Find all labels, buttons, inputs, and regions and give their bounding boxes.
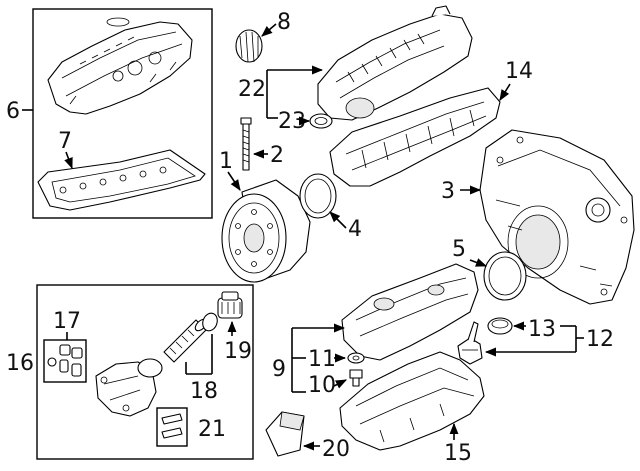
oil-filter-group-box — [36, 284, 254, 460]
oil-filter-cap[interactable] — [217, 291, 243, 319]
bolt[interactable] — [240, 117, 252, 171]
callout-3: 3 — [441, 179, 455, 204]
front-crank-seal[interactable] — [299, 173, 337, 219]
oil-level-sensor[interactable] — [457, 321, 483, 365]
leader-10 — [333, 379, 348, 389]
leader-1 — [227, 171, 241, 191]
callout-11: 11 — [308, 347, 336, 372]
callout-16: 16 — [6, 351, 34, 376]
drain-plug[interactable] — [349, 369, 363, 387]
callout-13: 13 — [528, 317, 556, 342]
callout-7: 7 — [58, 129, 72, 154]
callout-19: 19 — [224, 339, 252, 364]
callout-20: 20 — [322, 437, 350, 462]
oil-pan-upper[interactable] — [341, 263, 479, 361]
gasket-kit-box — [43, 339, 87, 383]
leader-14 — [499, 83, 511, 101]
crankshaft-pulley[interactable] — [221, 179, 311, 283]
manifold-seal[interactable] — [309, 113, 333, 129]
callout-6: 6 — [6, 99, 20, 124]
leader-8 — [261, 23, 277, 37]
callout-8: 8 — [277, 10, 291, 35]
callout-12: 12 — [586, 327, 614, 352]
oil-pan-lower[interactable] — [339, 351, 485, 451]
callout-18: 18 — [190, 379, 218, 404]
clip-kit[interactable] — [161, 413, 183, 439]
intake-manifold-lower[interactable] — [329, 87, 501, 187]
callout-15: 15 — [444, 441, 472, 466]
callout-23: 23 — [278, 109, 306, 134]
callout-14: 14 — [505, 59, 533, 84]
oil-filler-cap[interactable] — [235, 29, 263, 63]
plug-cap[interactable] — [487, 317, 513, 335]
oil-filter-housing[interactable] — [95, 358, 163, 417]
leader-5 — [469, 258, 488, 267]
callout-1: 1 — [219, 149, 233, 174]
oil-filter-element[interactable] — [163, 317, 209, 363]
callout-21: 21 — [198, 417, 226, 442]
callout-22: 22 — [238, 77, 266, 102]
callout-4: 4 — [348, 217, 362, 242]
drain-plug-washer[interactable] — [347, 352, 365, 364]
leader-4 — [329, 211, 347, 229]
intake-manifold[interactable] — [317, 5, 473, 121]
valve-cover-group-box — [32, 8, 213, 219]
callout-17: 17 — [53, 309, 81, 334]
valve-cover[interactable] — [47, 17, 193, 115]
clip-kit-box — [156, 407, 188, 447]
gasket-kit[interactable] — [47, 344, 83, 377]
callout-9: 9 — [272, 357, 286, 382]
valve-cover-gasket[interactable] — [37, 149, 206, 211]
callout-10: 10 — [308, 373, 336, 398]
engine-cover-insert[interactable] — [265, 411, 305, 457]
timing-cover-seal[interactable] — [483, 251, 527, 301]
timing-cover[interactable] — [479, 129, 635, 305]
leader-7 — [64, 151, 73, 170]
callout-2: 2 — [270, 143, 284, 168]
filter-o-ring[interactable] — [200, 311, 219, 333]
callout-5: 5 — [452, 237, 466, 262]
